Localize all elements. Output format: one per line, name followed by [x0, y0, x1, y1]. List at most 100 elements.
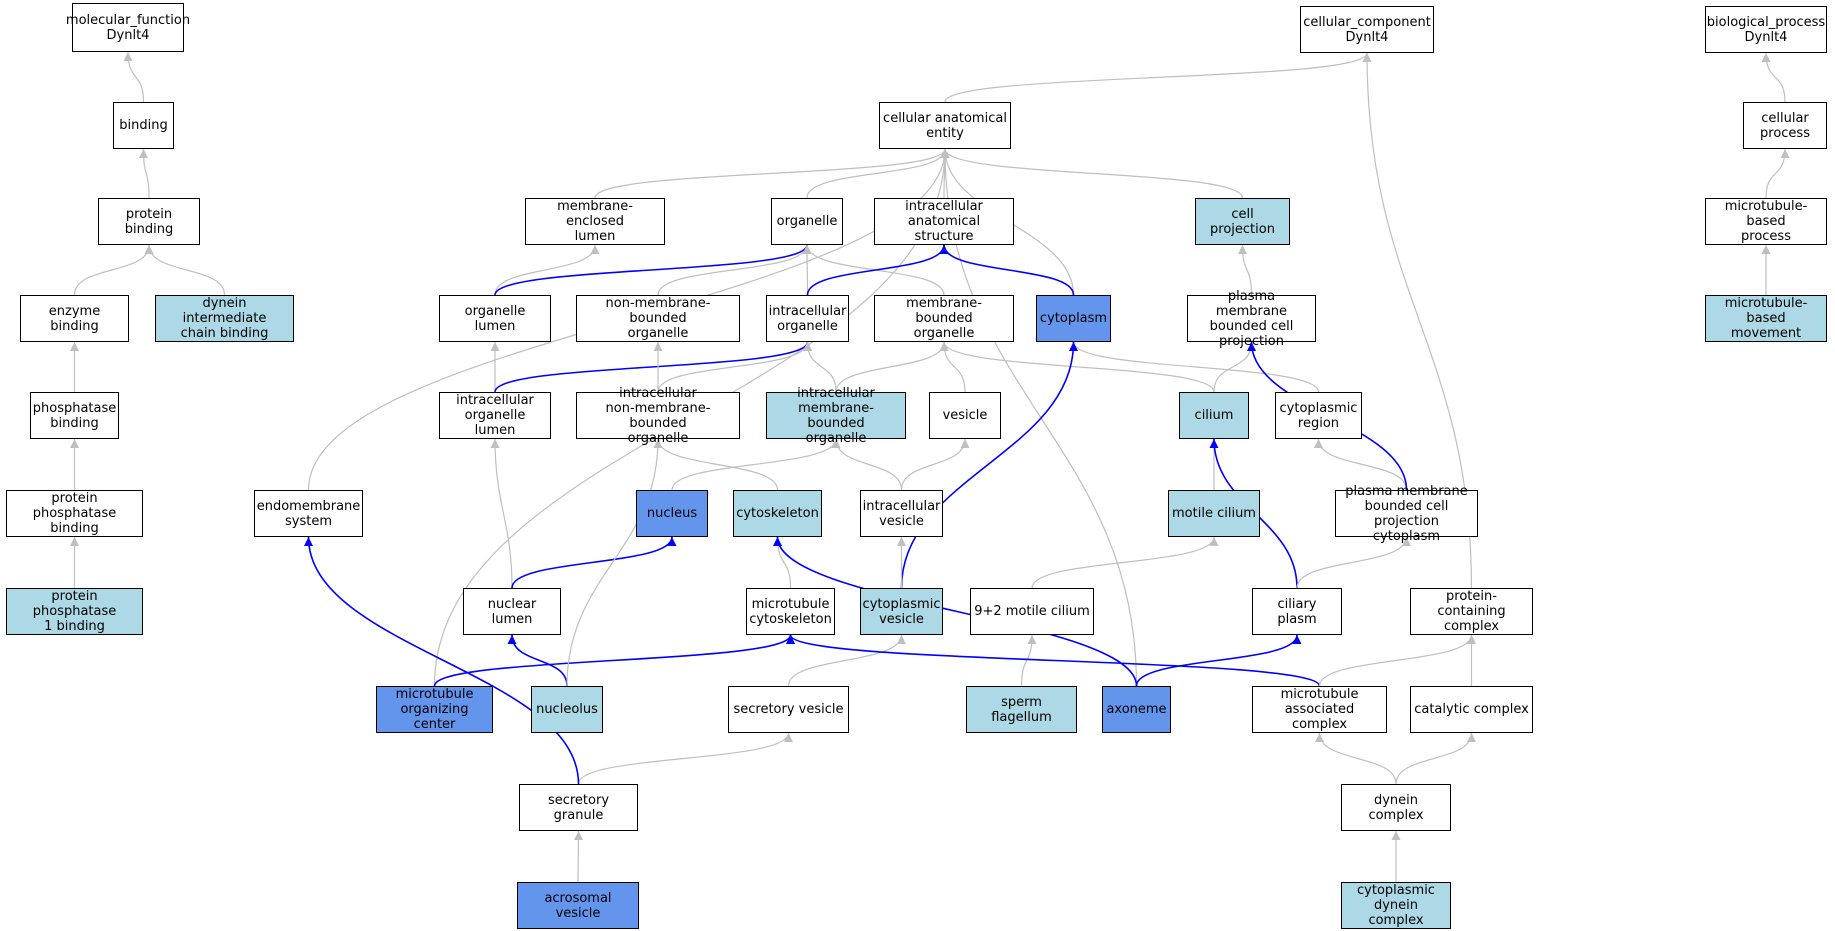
- node-cytoskeleton[interactable]: cytoskeleton: [733, 490, 822, 537]
- node-nucleolus[interactable]: nucleolus: [531, 686, 603, 733]
- edge-io-to-ias: [806, 244, 949, 296]
- node-endomembrane[interactable]: endomembrane system: [254, 490, 363, 537]
- node-pcc[interactable]: protein-containing complex: [1410, 588, 1533, 635]
- edge-dynein_complex-to-catalytic: [1395, 732, 1476, 785]
- node-enzyme-binding[interactable]: enzyme binding: [20, 295, 129, 342]
- node-mtbm[interactable]: microtubule-based movement: [1705, 295, 1827, 342]
- node-mtbp[interactable]: microtubule-based process: [1705, 198, 1827, 245]
- node-io[interactable]: intracellular organelle: [766, 295, 849, 342]
- node-cyto-region[interactable]: cytoplasmic region: [1275, 392, 1362, 439]
- node-mac[interactable]: microtubule associated complex: [1252, 686, 1387, 733]
- node-inmbo[interactable]: intracellular non-membrane-bounded organ…: [576, 386, 740, 446]
- edge-nmbo-to-organelle: [657, 244, 812, 296]
- node-axoneme[interactable]: axoneme: [1102, 686, 1171, 733]
- node-catalytic[interactable]: catalytic complex: [1410, 686, 1533, 733]
- node-sperm-flagellum[interactable]: sperm flagellum: [966, 686, 1077, 733]
- edge-cyto_vesicle-to-cytoplasm: [900, 341, 1078, 589]
- edge-mtbp-to-cellular_process: [1765, 148, 1790, 199]
- node-cellular-process[interactable]: cellular process: [1743, 102, 1827, 149]
- node-pmbcp[interactable]: plasma membrane bounded cell projection: [1187, 289, 1316, 349]
- node-mf-root[interactable]: molecular_function Dynlt4: [66, 3, 190, 52]
- node-secretory-vesicle[interactable]: secretory vesicle: [728, 686, 849, 733]
- node-motile-cilium[interactable]: motile cilium: [1168, 490, 1260, 537]
- edge-pmbcpc-to-cyto_region: [1314, 438, 1408, 491]
- edge-organelle_lumen-to-organelle: [494, 244, 812, 296]
- edge-mac-to-pcc: [1318, 634, 1476, 687]
- node-mel[interactable]: membrane-enclosed lumen: [525, 198, 665, 245]
- edge-mtoc-to-mt_cytoskeleton: [433, 634, 795, 687]
- edge-cellular_process-to-bp_root: [1761, 52, 1786, 103]
- node-cae[interactable]: cellular anatomical entity: [879, 102, 1011, 149]
- node-pp-binding[interactable]: protein phosphatase binding: [6, 490, 143, 537]
- node-mt-cytoskeleton[interactable]: microtubule cytoskeleton: [746, 588, 835, 635]
- node-pp1-binding[interactable]: protein phosphatase 1 binding: [6, 588, 143, 635]
- node-ciliary-plasm[interactable]: ciliary plasm: [1252, 588, 1342, 635]
- node-bp-root[interactable]: biological_process Dynlt4: [1705, 6, 1827, 53]
- node-cc-root[interactable]: cellular_component Dynlt4: [1300, 6, 1434, 53]
- node-cyto-vesicle[interactable]: cytoplasmic vesicle: [860, 588, 943, 635]
- edge-mac-to-mt_cytoskeleton: [786, 634, 1321, 687]
- node-nucleus[interactable]: nucleus: [636, 490, 708, 537]
- edge-secretory_granule-to-secretory_vesicle: [577, 732, 793, 785]
- node-nuclear-lumen[interactable]: nuclear lumen: [463, 588, 561, 635]
- edge-ciliary_plasm-to-pmbcpc: [1296, 536, 1411, 589]
- edge-acrosomal-to-secretory_granule: [573, 830, 583, 883]
- edge-ivesicle-to-vesicle: [900, 438, 970, 491]
- node-cdc[interactable]: cytoplasmic dynein complex: [1341, 882, 1451, 929]
- edge-cyto_region-to-cytoplasm: [1069, 341, 1320, 393]
- node-protein-binding[interactable]: protein binding: [98, 198, 200, 245]
- edge-secretory_vesicle-to-cyto_vesicle: [787, 634, 906, 687]
- edge-axoneme-to-cytoskeleton: [773, 536, 1138, 687]
- edge-protein_binding-to-binding: [139, 148, 150, 199]
- node-organelle[interactable]: organelle: [771, 198, 843, 245]
- edge-cilium-to-mbo: [939, 341, 1215, 393]
- edge-io-to-organelle: [802, 244, 812, 296]
- edge-nucleus-to-imbo: [671, 438, 841, 491]
- node-iol[interactable]: intracellular organelle lumen: [439, 392, 551, 439]
- edge-cytoskeleton-to-inmbo: [653, 438, 779, 491]
- edge-dynein_complex-to-mac: [1315, 732, 1397, 785]
- edge-nucleolus-to-inmbo: [566, 438, 663, 687]
- node-mtoc[interactable]: microtubule organizing center: [376, 686, 493, 733]
- edge-cytoplasm-to-ias: [939, 244, 1075, 296]
- node-cytoplasm[interactable]: cytoplasm: [1036, 295, 1111, 342]
- edge-secretory_granule-to-endomembrane: [304, 536, 580, 785]
- edge-nucleolus-to-nuclear_lumen: [507, 634, 568, 687]
- edge-organelle-to-cae: [806, 148, 950, 199]
- edge-iol-to-io: [494, 341, 812, 393]
- node-vesicle[interactable]: vesicle: [929, 392, 1001, 439]
- node-motile92[interactable]: 9+2 motile cilium: [970, 588, 1094, 635]
- edge-cilium-to-pmbcp: [1213, 341, 1256, 393]
- edge-cell_projection-to-cae: [940, 148, 1244, 199]
- node-pmbcpc[interactable]: plasma membrane bounded cell projection …: [1335, 484, 1478, 544]
- node-phosphatase-binding[interactable]: phosphatase binding: [30, 392, 119, 439]
- node-organelle-lumen[interactable]: organelle lumen: [439, 295, 551, 342]
- node-mbo[interactable]: membrane-bounded organelle: [874, 295, 1014, 342]
- edge-enzyme_binding-to-protein_binding: [73, 244, 154, 296]
- edge-axoneme-to-ciliary_plasm: [1135, 634, 1302, 687]
- edge-binding-to-mf_root: [123, 51, 145, 103]
- node-cell-projection[interactable]: cell projection: [1195, 198, 1290, 245]
- node-dynein-icb[interactable]: dynein intermediate chain binding: [155, 295, 294, 342]
- node-dynein-complex[interactable]: dynein complex: [1341, 784, 1451, 831]
- edge-ivesicle-to-imbo: [831, 438, 903, 491]
- edge-mel-to-cae: [594, 148, 950, 199]
- edge-imbo-to-io: [803, 341, 837, 393]
- node-cilium[interactable]: cilium: [1179, 392, 1249, 439]
- node-imbo[interactable]: intracellular membrane-bounded organelle: [766, 386, 906, 446]
- edge-vesicle-to-mbo: [939, 341, 966, 393]
- edge-nuclear_lumen-to-nucleus: [511, 536, 677, 589]
- node-ivesicle[interactable]: intracellular vesicle: [860, 490, 943, 537]
- edge-dynein_icb-to-protein_binding: [144, 244, 226, 296]
- node-acrosomal[interactable]: acrosomal vesicle: [517, 882, 639, 929]
- edge-cae-to-cc_root: [944, 52, 1372, 103]
- node-binding[interactable]: binding: [113, 102, 174, 149]
- node-secretory-granule[interactable]: secretory granule: [519, 784, 638, 831]
- node-nmbo[interactable]: non-membrane-bounded organelle: [576, 295, 740, 342]
- edge-motile92-to-motile_cilium: [1031, 536, 1219, 589]
- node-ias[interactable]: intracellular anatomical structure: [874, 198, 1014, 245]
- edge-nuclear_lumen-to-iol: [490, 438, 513, 589]
- edge-organelle_lumen-to-mel: [494, 244, 600, 296]
- edge-pmbcp-to-cell_projection: [1238, 244, 1253, 296]
